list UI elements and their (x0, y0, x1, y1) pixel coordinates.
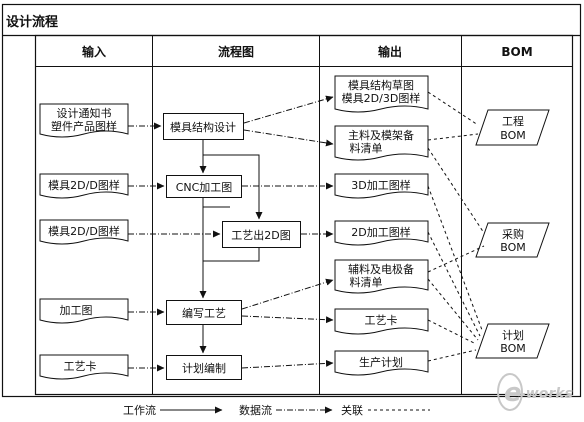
process-box (166, 355, 242, 380)
output-document-shape (334, 220, 429, 246)
association-line (427, 91, 479, 126)
output-doc-label: 3D加工图样 (351, 178, 410, 192)
bom-label-line1: 计划 (502, 329, 524, 342)
output-document-shape (334, 125, 429, 161)
input-doc-label: 加工图 (60, 304, 93, 317)
association-line (427, 245, 485, 273)
process-label: 模具结构设计 (170, 120, 236, 134)
input-doc-label: 工艺卡 (64, 360, 97, 373)
column-header-output: 输出 (378, 44, 402, 59)
association-line (427, 231, 481, 337)
process-label: 计划编制 (182, 361, 226, 375)
association-line (427, 147, 485, 234)
output-doc-label-line1: 主料及模架备 (348, 128, 414, 142)
bom-label-line2: BOM (500, 342, 526, 355)
association-line (427, 133, 479, 141)
input-document-shape (39, 173, 129, 199)
output-doc-label-line2: 料清单 (350, 275, 383, 289)
column-header-bom: BOM (501, 45, 532, 59)
output-doc-label: 工艺卡 (365, 314, 398, 327)
bom-parallelogram (475, 222, 550, 258)
bom-parallelogram (475, 323, 550, 359)
table-frame (34, 34, 574, 396)
dataflow-arrow (241, 278, 334, 310)
output-document-shape (334, 308, 429, 335)
diagram-title: 设计流程 (6, 14, 58, 30)
bom-label-line1: 工程 (502, 115, 524, 128)
output-document-shape (334, 173, 429, 199)
output-doc-label-line1: 辅料及电极备 (348, 262, 414, 276)
output-doc-label: 2D加工图样 (351, 225, 410, 239)
watermark-suffix: -works (520, 386, 573, 402)
outer-frame (1, 3, 582, 398)
bom-label-line2: BOM (500, 241, 526, 254)
column-header-input: 输入 (82, 44, 106, 59)
workflow-arrow (203, 154, 263, 220)
output-document-shape (334, 259, 429, 294)
input-doc-label-line1: 设计通知书 (57, 106, 112, 120)
watermark-logo: e -works (497, 373, 573, 411)
legend-label-dataflow: 数据流 (239, 403, 272, 417)
dataflow-arrow (241, 359, 334, 369)
dataflow-arrow (241, 315, 334, 324)
output-doc-label-line2: 料清单 (350, 141, 383, 155)
dataflow-arrow (243, 95, 334, 124)
input-doc-label: 模具2D/D图样 (48, 178, 120, 192)
process-label: 编写工艺 (182, 306, 226, 320)
association-line (427, 185, 483, 331)
input-doc-label-line2: 塑件产品图样 (51, 119, 117, 133)
output-document-shape (334, 350, 429, 376)
process-box (166, 300, 242, 325)
association-line (427, 278, 479, 341)
workflow-line (203, 248, 260, 262)
input-document-shape (39, 219, 129, 245)
input-document-shape (39, 103, 129, 138)
output-doc-label: 生产计划 (359, 355, 403, 369)
association-line (427, 319, 477, 345)
watermark-prefix: e (504, 378, 522, 408)
column-header-flowchart: 流程图 (218, 44, 254, 59)
process-label: 工艺出2D图 (231, 228, 290, 242)
bom-label-line1: 采购 (502, 227, 524, 241)
output-doc-label-line2: 模具2D/3D图样 (342, 91, 421, 105)
input-document-shape (39, 298, 129, 324)
bom-parallelogram (475, 109, 550, 146)
process-label: CNC加工图 (176, 181, 233, 194)
bom-label-line2: BOM (500, 129, 526, 142)
input-document-shape (39, 354, 129, 380)
process-box (222, 221, 301, 248)
process-box (163, 113, 244, 140)
legend-label-association: 关联 (341, 403, 363, 417)
input-doc-label: 模具2D/D图样 (48, 224, 120, 238)
dataflow-arrow (243, 129, 334, 147)
process-box (166, 175, 242, 198)
association-line (427, 349, 477, 362)
output-doc-label-line1: 模具结构草图 (348, 78, 414, 92)
output-document-shape (334, 75, 429, 113)
legend-label-workflow: 工作流 (123, 403, 156, 417)
